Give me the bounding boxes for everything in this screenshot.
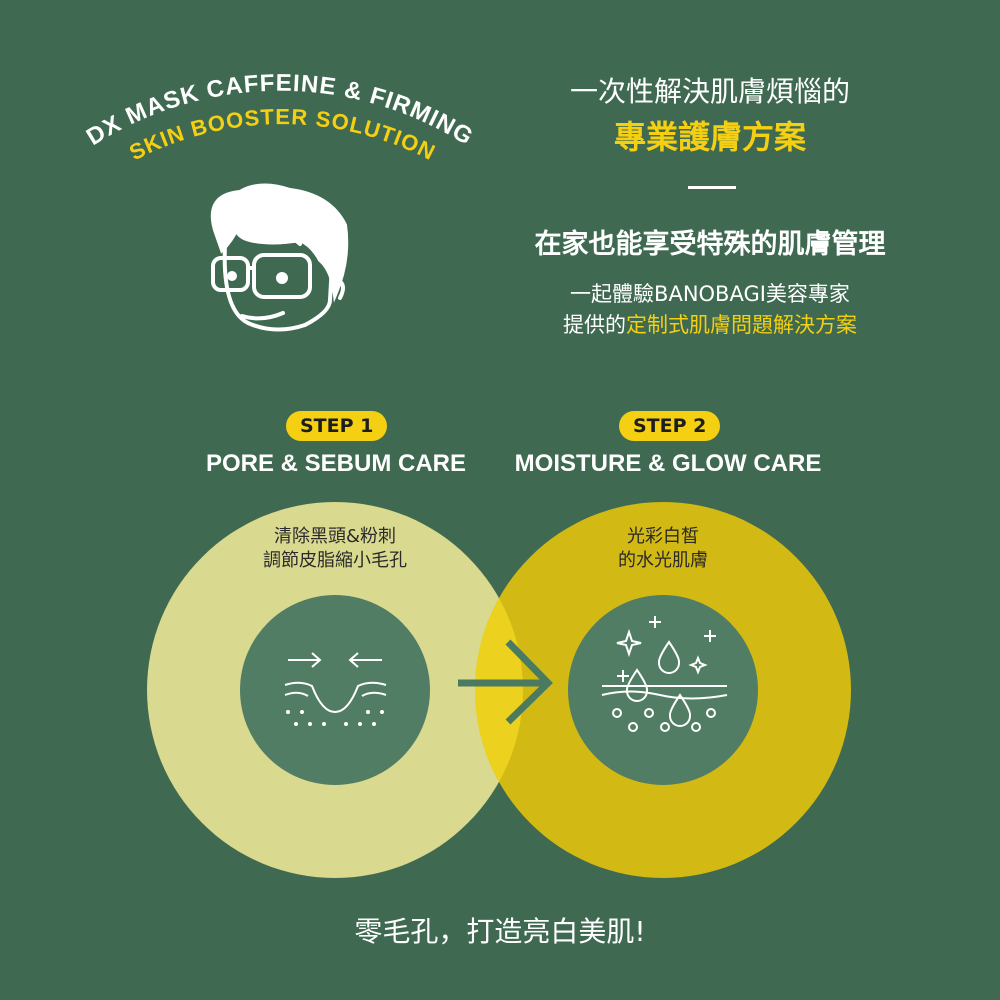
step1-line1: 清除黑頭&粉刺 <box>273 526 397 547</box>
moisture-glow-icon <box>601 616 728 732</box>
pore-icon <box>284 652 387 726</box>
description-line2: 提供的定制式肌膚問題解決方案 <box>480 309 940 339</box>
step2-text: 光彩白皙的水光肌膚 <box>563 525 763 573</box>
description-prefix: 提供的 <box>563 313 626 337</box>
step1-title: PORE & SEBUM CARE <box>205 450 467 477</box>
step2-line2: 的水光肌膚 <box>618 550 708 571</box>
step1-badge: STEP 1 <box>286 411 388 441</box>
step2-inner-circle <box>568 595 758 785</box>
subtitle: 在家也能享受特殊的肌膚管理 <box>534 229 886 260</box>
step1-inner-circle <box>240 595 430 785</box>
description-highlight: 定制式肌膚問題解決方案 <box>626 313 857 337</box>
step1-line2: 調節皮脂縮小毛孔 <box>263 550 407 571</box>
footer-tagline: 零毛孔，打造亮白美肌! <box>354 915 646 948</box>
headline-line2: 專業護膚方案 <box>613 118 806 156</box>
step1-text: 清除黑頭&粉刺調節皮脂縮小毛孔 <box>235 525 435 573</box>
character-face-icon <box>210 183 349 332</box>
step2-badge: STEP 2 <box>619 411 721 441</box>
divider <box>688 186 736 189</box>
step2-line1: 光彩白皙 <box>627 526 699 547</box>
step2-title: MOISTURE & GLOW CARE <box>514 450 822 477</box>
headline-line1: 一次性解決肌膚煩惱的 <box>569 75 850 108</box>
arrow-right-icon <box>458 639 553 725</box>
description-line1: 一起體驗BANOBAGI美容專家 <box>570 282 850 306</box>
